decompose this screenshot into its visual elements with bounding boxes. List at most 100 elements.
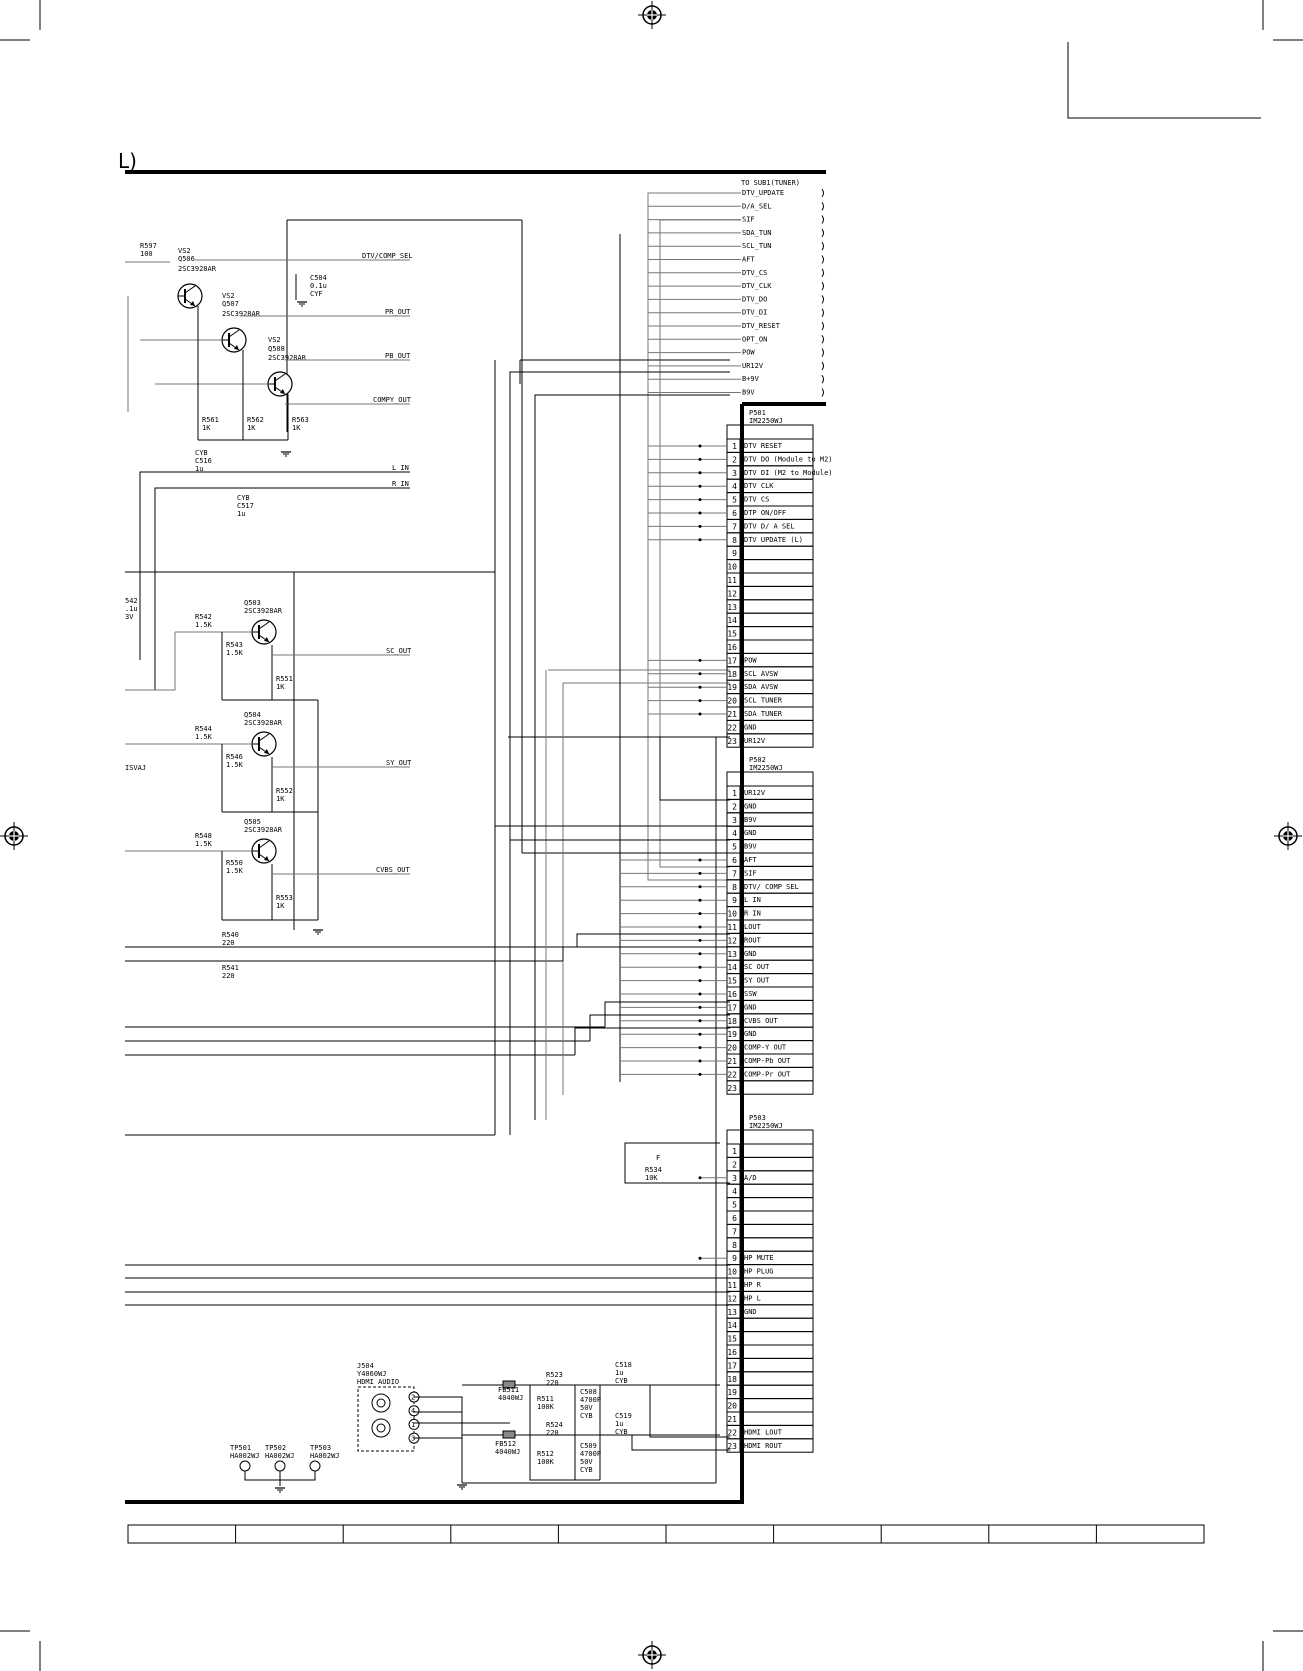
- jack-pin-number: 2: [411, 1394, 415, 1402]
- fb511-ref: FB511: [498, 1386, 519, 1394]
- pin-number: 22: [727, 723, 737, 732]
- r546-ref: R546: [226, 753, 243, 761]
- q506-ref: Q506: [178, 255, 195, 263]
- tuner-bus-header: TO SUB1(TUNER): [741, 179, 800, 187]
- pin-number: 10: [727, 1268, 737, 1277]
- pin-number: 8: [732, 536, 737, 545]
- r550-value: 1.5K: [226, 867, 244, 875]
- pin-number: 20: [727, 1402, 737, 1411]
- pin-number: 9: [732, 896, 737, 905]
- pin-number: 3: [732, 1174, 737, 1183]
- pin-signal: SSW: [744, 990, 757, 998]
- q503-part: 2SC3928AR: [244, 607, 283, 615]
- q507-part: 2SC3928AR: [222, 310, 261, 318]
- r552-value: 1K: [276, 795, 285, 803]
- pin-number: 15: [727, 977, 737, 986]
- q505-part: 2SC3928AR: [244, 826, 283, 834]
- r563-value: 1K: [292, 424, 301, 432]
- fb512-ref: FB512: [495, 1440, 516, 1448]
- tuner-bus: TO SUB1(TUNER) DTV_UPDATED/A_SELSIFSDA_T…: [647, 179, 824, 881]
- r523-value: 220: [546, 1379, 559, 1387]
- pin-signal: HDMI LOUT: [744, 1428, 783, 1436]
- q506-part: 2SC3928AR: [178, 265, 217, 273]
- c518-ref: C518: [615, 1361, 632, 1369]
- pin-number: 9: [732, 549, 737, 558]
- r512-ref: R512: [537, 1450, 554, 1458]
- tuner-signal: D/A_SEL: [742, 202, 772, 210]
- c519-type: CYB: [615, 1428, 628, 1436]
- pin-number: 3: [732, 469, 737, 478]
- r524-ref: R524: [546, 1421, 563, 1429]
- net-compy-out: COMPY_OUT: [373, 396, 412, 404]
- r553-value: 1K: [276, 902, 285, 910]
- pin-signal: COMP-Pb OUT: [744, 1057, 791, 1065]
- c509-rating: 50V: [580, 1458, 593, 1466]
- j504-desc: HDMI AUDIO: [357, 1378, 399, 1386]
- tp502-part: HA002WJ: [265, 1452, 295, 1460]
- c508-value: 4700P: [580, 1396, 601, 1404]
- pin-number: 7: [732, 522, 737, 531]
- pin-signal: UR12V: [744, 737, 766, 745]
- pin-number: 3: [732, 816, 737, 825]
- pin-number: 4: [732, 482, 737, 491]
- r534-ref: R534: [645, 1166, 662, 1174]
- r523-ref: R523: [546, 1371, 563, 1379]
- jack-pin-number: 3: [411, 1435, 415, 1443]
- pin-number: 16: [727, 990, 737, 999]
- c542-rating: 3V: [125, 613, 134, 621]
- connector-wiring: F R534 10K: [462, 234, 730, 1484]
- pin-signal: DTV CLK: [744, 482, 774, 490]
- pin-number: 16: [727, 1348, 737, 1357]
- pin-signal: DTV DO (Module to M2): [744, 455, 833, 463]
- q507-ref: Q507: [222, 300, 239, 308]
- pin-number: 17: [727, 656, 737, 665]
- jack-pin-number: 1: [411, 1421, 415, 1429]
- pin-signal: POW: [744, 656, 757, 664]
- r543-value: 1.5K: [226, 649, 244, 657]
- connector-ref: P502: [749, 756, 766, 764]
- pin-signal: UR12V: [744, 789, 766, 797]
- r511-ref: R511: [537, 1395, 554, 1403]
- pin-signal: SCL TUNER: [744, 697, 783, 705]
- r543-ref: R543: [226, 641, 243, 649]
- tuner-signal: DTV_DI: [742, 309, 767, 317]
- pin-signal: SY OUT: [744, 977, 770, 985]
- pin-number: 21: [727, 710, 737, 719]
- c516-value: 1u: [195, 465, 203, 473]
- pin-signal: GND: [744, 1003, 757, 1011]
- c517-type: CYB: [237, 494, 250, 502]
- r551-value: 1K: [276, 683, 285, 691]
- tuner-signal: UR12V: [742, 362, 764, 370]
- c504-type: CYF: [310, 290, 323, 298]
- pin-number: 13: [727, 1308, 737, 1317]
- c518-value: 1u: [615, 1369, 623, 1377]
- pin-number: 18: [727, 1017, 737, 1026]
- pin-signal: SDA AVSW: [744, 683, 779, 691]
- r548-ref: R548: [195, 832, 212, 840]
- tuner-signal: AFT: [742, 256, 755, 264]
- pin-number: 1: [732, 789, 737, 798]
- pin-signal: LOUT: [744, 923, 762, 931]
- r553-ref: R553: [276, 894, 293, 902]
- pin-signal: COMP-Pr OUT: [744, 1070, 791, 1078]
- tp501-part: HA002WJ: [230, 1452, 260, 1460]
- net-sy-out: SY_OUT: [386, 759, 412, 767]
- pin-number: 9: [732, 1254, 737, 1263]
- q508-part: 2SC3928AR: [268, 354, 307, 362]
- r540-value: 220: [222, 939, 235, 947]
- q505-ref: Q505: [244, 818, 261, 826]
- pin-number: 23: [727, 737, 737, 746]
- c509-value: 4700P: [580, 1450, 601, 1458]
- tuner-signal: B+9V: [742, 375, 760, 383]
- pin-number: 4: [732, 829, 737, 838]
- net-r-in: R_IN: [392, 480, 409, 488]
- pin-signal: DTV DI (M2 to Module): [744, 469, 833, 477]
- c542-value: .1u: [125, 605, 138, 613]
- pin-number: 12: [727, 936, 737, 945]
- tuner-signal: DTV_UPDATE: [742, 189, 784, 197]
- pin-number: 21: [727, 1057, 737, 1066]
- tp503-part: HA002WJ: [310, 1452, 340, 1460]
